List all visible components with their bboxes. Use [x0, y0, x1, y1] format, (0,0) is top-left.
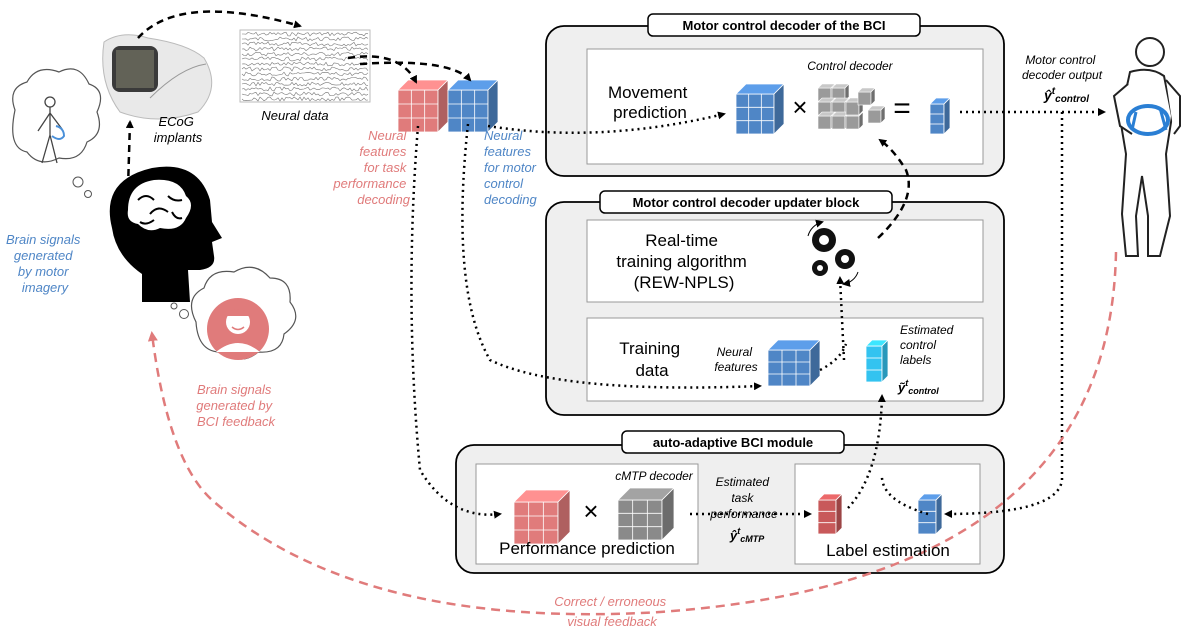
- feedback-arrow: [147, 251, 1118, 616]
- updater-panel: Motor control decoder updater block: [545, 190, 1005, 416]
- cube-motor-output: [929, 97, 951, 135]
- updater-title: Motor control decoder updater block: [633, 195, 861, 210]
- exoskeleton-user-icon: [1112, 37, 1181, 257]
- training-features-label: Neural features: [714, 345, 757, 374]
- feedback-label: Correct / erroneous visual feedback: [554, 594, 670, 629]
- equals-symbol: =: [893, 92, 911, 125]
- output-symbol: ŷtcontrol: [1043, 86, 1089, 105]
- cube-features-task: [397, 79, 449, 133]
- cmtp-decoder-cube: [617, 487, 675, 541]
- times-symbol: ×: [792, 92, 807, 122]
- thought-bubble-feedback: [170, 266, 297, 360]
- neural-data-traces: [239, 29, 371, 103]
- adaptive-title: auto-adaptive BCI module: [653, 435, 813, 450]
- movement-prediction-label: Movement prediction: [608, 83, 692, 122]
- thought-bubble-motor: [12, 68, 102, 198]
- ecog-label: ECoG implants: [154, 114, 203, 145]
- cube-estimated-labels: [865, 339, 889, 383]
- features-task-label: Neural features for task performance dec…: [332, 128, 410, 207]
- neural-data-label: Neural data: [261, 108, 328, 123]
- features-motor-label: Neural features for motor control decodi…: [484, 128, 540, 207]
- cube-label-blue: [917, 493, 943, 535]
- estimated-labels-label: Estimated control labels: [900, 323, 957, 367]
- times-symbol-2: ×: [583, 496, 598, 526]
- estimated-labels-symbol: ỹtcontrol: [897, 378, 939, 396]
- cube-label-red: [817, 493, 843, 535]
- gears-icon: [807, 219, 859, 287]
- output-label: Motor control decoder output: [1022, 53, 1103, 82]
- person-figure-icon: [37, 96, 66, 164]
- performance-prediction-label: Performance prediction: [499, 539, 675, 558]
- training-data-label: Training data: [619, 339, 685, 380]
- cube-performance-input: [513, 489, 571, 545]
- arrows: [125, 10, 910, 239]
- motor-decoder-panel: Motor control decoder of the BCI: [545, 13, 1005, 177]
- cube-motor-input: [735, 83, 785, 135]
- brain-feedback-label: Brain signals generated by BCI feedback: [196, 382, 276, 429]
- estimated-task-label: Estimated task performance: [709, 475, 778, 521]
- head-brain-icon: [109, 166, 222, 302]
- dotted-arrows: [410, 108, 1106, 519]
- cmtp-label: cMTP decoder: [615, 469, 694, 483]
- ecog-implant-icon: [102, 34, 213, 120]
- label-estimation-label: Label estimation: [826, 541, 950, 560]
- brain-motor-label: Brain signals generated by motor imagery: [6, 232, 84, 295]
- perf-symbol: ŷtcMTP: [729, 526, 765, 544]
- motor-decoder-title: Motor control decoder of the BCI: [683, 18, 886, 33]
- control-decoder-icon: [817, 83, 886, 130]
- cube-training-features: [767, 339, 821, 387]
- control-decoder-label: Control decoder: [807, 59, 893, 73]
- algorithm-label: Real-time training algorithm (REW-NPLS): [616, 231, 751, 292]
- cube-features-motor: [447, 79, 499, 133]
